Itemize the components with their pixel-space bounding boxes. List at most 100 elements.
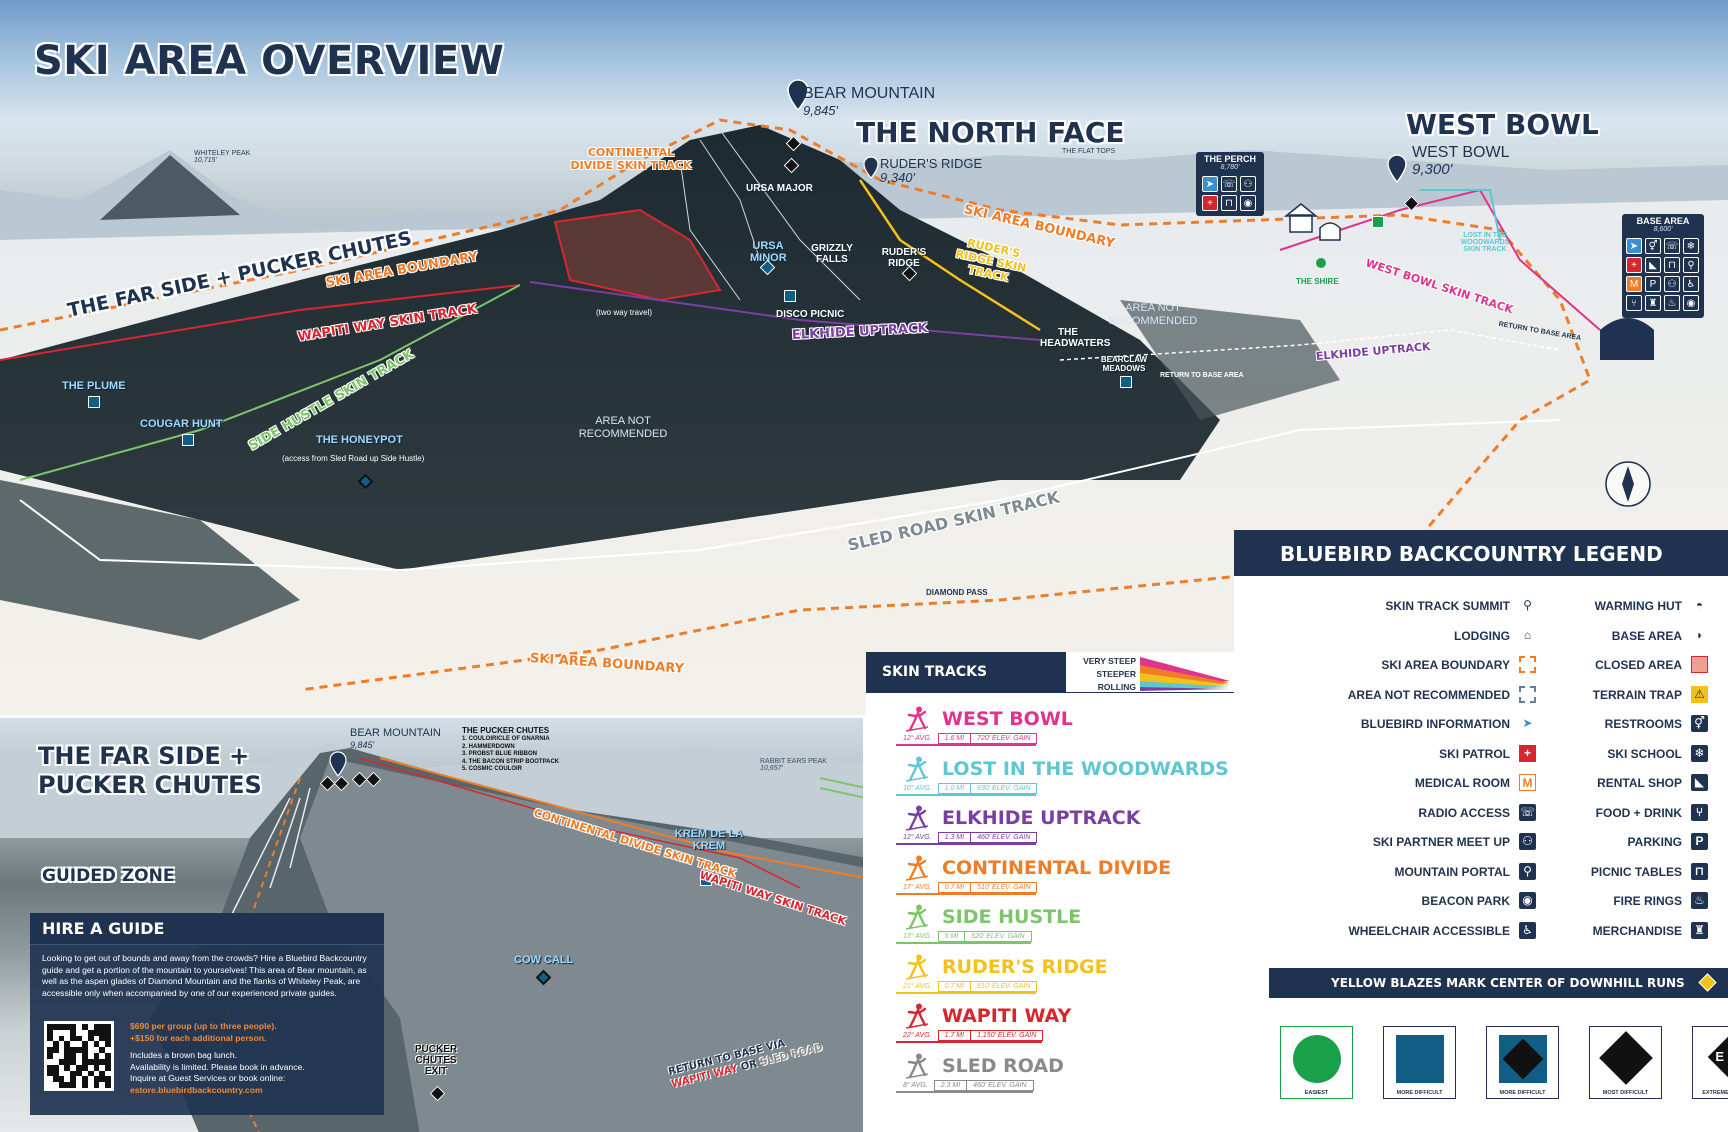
skier-icon xyxy=(906,805,928,831)
guide-booking-link[interactable]: estore.bluebirdbackcountry.com xyxy=(130,1084,263,1095)
run-ruders-ridge: RUDER'S RIDGE xyxy=(881,247,927,269)
boundary-icon xyxy=(1519,656,1536,673)
facility-name: THE PERCH xyxy=(1203,154,1256,164)
legend-item: WHEELCHAIR ACCESSIBLE♿ xyxy=(1296,921,1536,941)
yellow-blazes-banner: YELLOW BLAZES MARK CENTER OF DOWNHILL RU… xyxy=(1269,968,1728,998)
west-bowl-peak: WEST BOWL 9,300' xyxy=(1412,144,1510,179)
run-krem-de-la-krem: KREM DE LA KREM xyxy=(674,828,744,853)
legend-item: BEACON PARK◉ xyxy=(1296,891,1536,911)
skin-track-gain: 720' ELEV. GAIN xyxy=(970,733,1038,744)
run-the-shire: THE SHIRE xyxy=(1296,277,1339,286)
peak-elevation: 9,300' xyxy=(1412,160,1453,178)
legend-item: SKI PARTNER MEET UP⚇ xyxy=(1296,832,1536,852)
legend-item: BLUEBIRD INFORMATION➤ xyxy=(1296,714,1536,734)
skin-track-gain: 510' ELEV. GAIN xyxy=(970,881,1038,893)
far-side-title: THE FAR SIDE + PUCKER CHUTES xyxy=(38,742,262,801)
skin-track-distance: 2.3 MI xyxy=(933,1079,968,1091)
difficulty-card: EX EXTREME TERRAIN xyxy=(1692,1026,1728,1099)
skier-icon xyxy=(906,1053,928,1079)
bear-mountain-peak: BEAR MOUNTAIN 9,845' xyxy=(803,85,935,120)
legend-label: TERRAIN TRAP xyxy=(1592,687,1682,702)
legend-label: PICNIC TABLES xyxy=(1590,864,1682,879)
table-icon: ⊓ xyxy=(1221,195,1237,211)
legend-label: RESTROOMS xyxy=(1604,717,1682,731)
cross-icon: + xyxy=(1626,257,1642,273)
people-icon: ⚇ xyxy=(1240,176,1256,192)
run-disco-picnic: DISCO PICNIC xyxy=(776,309,845,320)
legend-item: RENTAL SHOP◣ xyxy=(1468,773,1708,793)
legend-label: MERCHANDISE xyxy=(1592,923,1682,938)
the-perch-box: THE PERCH 8,780' ➤ ☏ ⚇ + ⊓ ◉ xyxy=(1196,152,1264,216)
legend-item: MOUNTAIN PORTAL⚲ xyxy=(1296,862,1536,882)
skin-track-name: ELKHIDE UPTRACK xyxy=(942,807,1141,829)
legend-label: RENTAL SHOP xyxy=(1597,776,1682,790)
pin-icon: ⚲ xyxy=(1683,257,1699,273)
info-icon: ➤ xyxy=(1202,176,1218,192)
pin-icon: ⚲ xyxy=(1523,598,1532,612)
not-recommended-label-2: AREA NOT RECOMMENDED xyxy=(578,415,668,441)
skier-icon xyxy=(906,904,928,930)
skin-track-name: SLED ROAD xyxy=(942,1054,1064,1077)
far-bear-mountain-peak: BEAR MOUNTAIN 9,845' xyxy=(350,727,441,751)
guide-price-1: $690 per group (up to three people). xyxy=(130,1021,277,1031)
info-icon: ➤ xyxy=(1522,716,1533,730)
skin-track-distance: 1.0 MI xyxy=(937,782,972,794)
difficulty-label: MORE DIFFICULT xyxy=(1396,1090,1443,1096)
wheelchair-icon: ♿ xyxy=(1683,276,1699,292)
skin-track-avg: 21° AVG. xyxy=(903,982,932,990)
peak-elevation: 9,845' xyxy=(350,739,375,750)
skin-track-gain: 1,150' ELEV. GAIN xyxy=(970,1030,1044,1041)
legend-item: SKIN TRACK SUMMIT⚲ xyxy=(1296,596,1536,616)
fork-icon: ⑂ xyxy=(1691,803,1708,821)
extreme-icon: EX xyxy=(1707,1035,1728,1079)
legend-label: WARMING HUT xyxy=(1594,599,1682,613)
far-side-inset: THE FAR SIDE + PUCKER CHUTES GUIDED ZONE… xyxy=(0,715,866,1132)
blue-square-icon xyxy=(700,874,712,886)
boot-icon: ◣ xyxy=(1645,257,1661,273)
main-map: SKI AREA OVERVIEW THE NORTH FACE WEST BO… xyxy=(0,0,1728,715)
legend-label: LODGING xyxy=(1454,628,1510,643)
radio-icon: ☏ xyxy=(1221,176,1237,192)
peak-elevation: 10,657' xyxy=(760,765,783,772)
skin-track-name: WAPITI WAY xyxy=(942,1005,1072,1027)
chute-item: 5. COSMIC COULOIR xyxy=(462,766,523,772)
legend-item: LODGING⌂ xyxy=(1296,626,1536,646)
skin-track-avg: 17° AVG. xyxy=(903,883,932,891)
blue-square-icon xyxy=(784,290,796,302)
hire-guide-body: Looking to get out of bounds and away fr… xyxy=(42,953,367,998)
parking-icon: P xyxy=(1645,276,1661,292)
beacon-icon: ◉ xyxy=(1519,892,1536,909)
run-cow-call: COW CALL xyxy=(514,954,574,966)
extreme-mark: EX xyxy=(1715,1049,1728,1064)
legend-label: MEDICAL ROOM xyxy=(1414,776,1510,790)
whiteley-peak-label: WHITELEY PEAK 10,715' xyxy=(194,150,250,164)
difficulty-label: MORE DIFFICULT xyxy=(1499,1090,1546,1096)
difficulty-label: EASIEST xyxy=(1304,1090,1329,1096)
legend-label: MOUNTAIN PORTAL xyxy=(1394,864,1510,879)
run-honeypot: THE HONEYPOT xyxy=(316,434,403,446)
qr-code[interactable] xyxy=(44,1021,114,1091)
skin-track-gain: 610' ELEV. GAIN xyxy=(970,980,1038,992)
legend-label: AREA NOT RECOMMENDED xyxy=(1347,687,1510,702)
tunnel-icon: ◗ xyxy=(1695,627,1704,642)
hire-guide-details: $690 per group (up to three people). +$1… xyxy=(130,1021,374,1097)
peak-name: WEST BOWL xyxy=(1412,144,1510,161)
run-the-plume: THE PLUME xyxy=(62,380,126,392)
legend-label: SKI PATROL xyxy=(1439,746,1510,761)
run-ursa-major: URSA MAJOR xyxy=(746,183,813,194)
blue-square-diamond-icon xyxy=(1499,1035,1547,1083)
legend-label: PARKING xyxy=(1627,835,1682,849)
difficulty-card: MOST DIFFICULT xyxy=(1589,1026,1662,1099)
legend-item: MERCHANDISE♜ xyxy=(1468,921,1708,941)
dome-icon: ◓ xyxy=(1695,598,1704,612)
difficulty-label: EXTREME TERRAIN xyxy=(1702,1090,1728,1096)
facility-name: BASE AREA xyxy=(1636,216,1690,226)
table-icon: ⊓ xyxy=(1691,862,1708,880)
peak-elevation: 9,340' xyxy=(880,169,916,185)
